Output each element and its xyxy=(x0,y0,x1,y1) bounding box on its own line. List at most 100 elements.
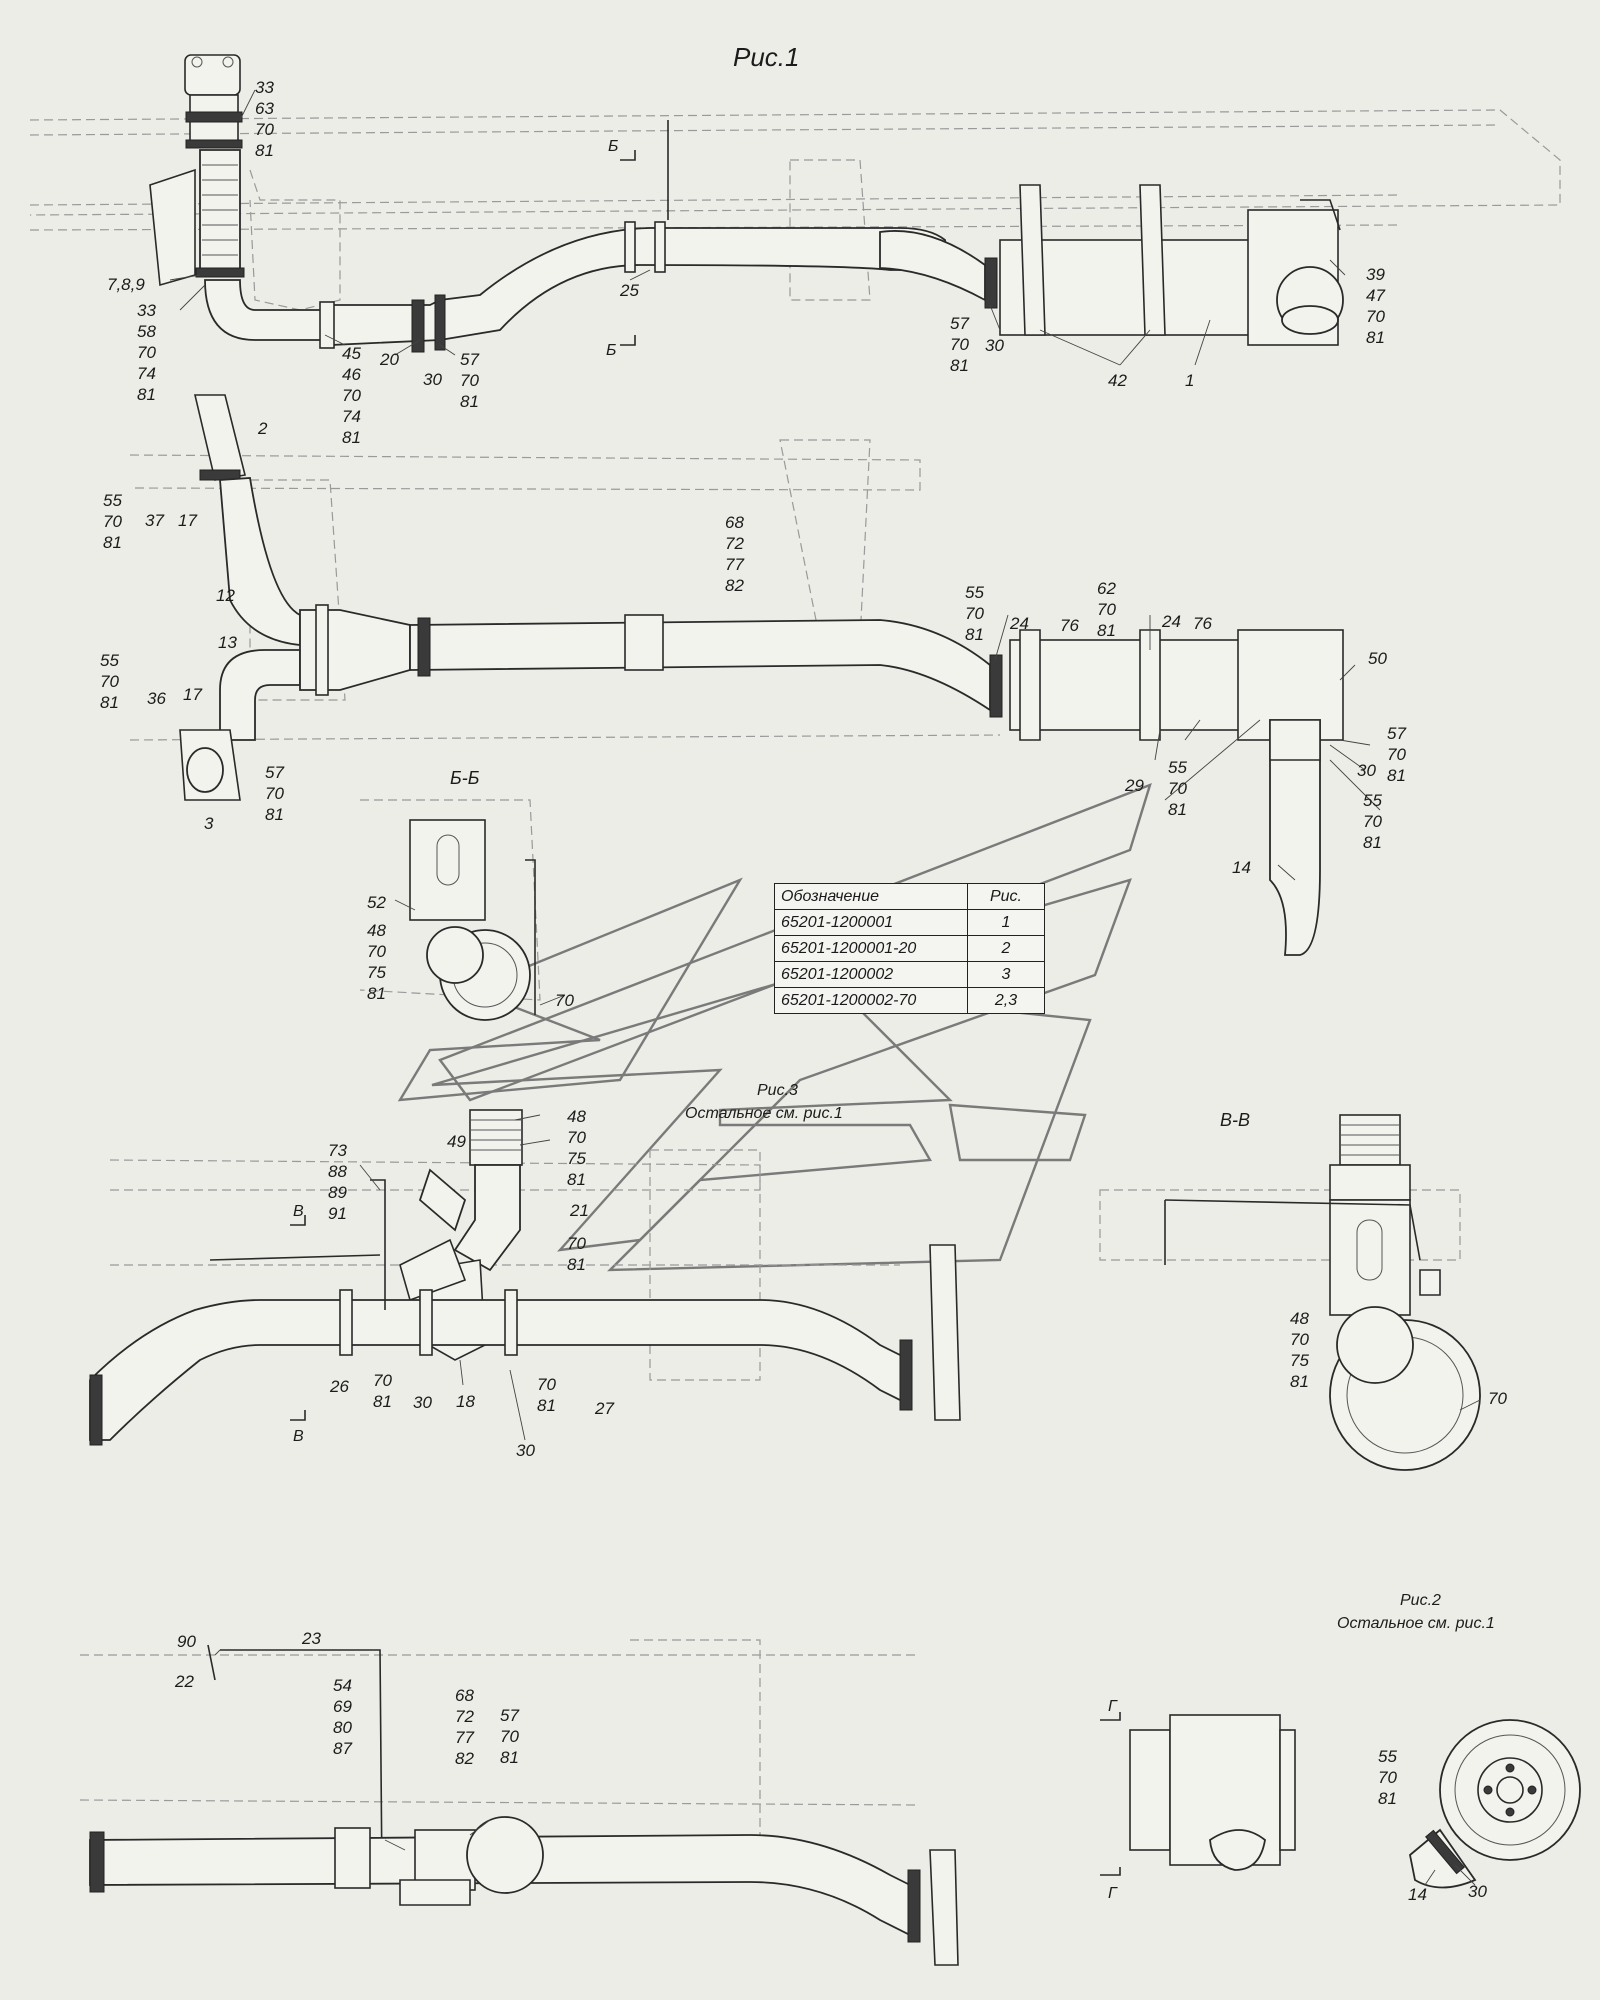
table-cell: 65201-1200001-20 xyxy=(774,935,968,962)
callout: 42 xyxy=(1108,371,1127,390)
figure-3-title: Рис.3 xyxy=(757,1082,798,1099)
figure-1-title: Рис.1 xyxy=(733,42,800,72)
callout: 22 xyxy=(175,1672,194,1691)
table-cell: 2 xyxy=(967,935,1045,962)
callout: 55 70 81 xyxy=(1168,758,1187,819)
callout: 23 xyxy=(302,1629,321,1648)
table-cell: 65201-1200002-70 xyxy=(774,987,968,1014)
table-header-figure: Рис. xyxy=(967,883,1045,910)
figure-2-title: Рис.2 xyxy=(1400,1592,1441,1609)
section-mark-b-top: Б xyxy=(608,138,619,155)
callout: 70 xyxy=(1488,1389,1507,1408)
callout: 1 xyxy=(1185,371,1195,390)
callout: 57 70 81 xyxy=(500,1706,519,1767)
figure-2-detail xyxy=(1100,1712,1581,1889)
callout: 68 72 77 82 xyxy=(455,1686,474,1768)
callout: 55 70 81 xyxy=(965,583,984,644)
table-cell: 1 xyxy=(967,909,1045,936)
callout: 30 xyxy=(423,370,442,389)
table-cell: 3 xyxy=(967,961,1045,988)
callout: 3 xyxy=(204,814,214,833)
callout: 25 xyxy=(620,281,639,300)
callout: 70 xyxy=(555,991,574,1010)
callout: 33 63 70 81 xyxy=(255,78,274,160)
callout: 18 xyxy=(456,1392,475,1411)
callout: 50 xyxy=(1368,649,1387,668)
callout: 14 xyxy=(1232,858,1251,877)
callout: 73 88 89 91 xyxy=(328,1141,347,1223)
callout: 30 xyxy=(413,1393,432,1412)
callout: 52 xyxy=(367,893,386,912)
callout: 76 xyxy=(1193,614,1212,633)
callout: 39 47 70 81 xyxy=(1366,265,1385,347)
section-mark-v-bottom: В xyxy=(293,1428,304,1445)
designation-table: Обозначение Рис. 65201-1200001 1 65201-1… xyxy=(774,883,1045,1014)
callout: 30 xyxy=(985,336,1004,355)
callout: 36 xyxy=(147,689,166,708)
section-mark-g-bottom: Г xyxy=(1108,1885,1117,1902)
callout: 55 70 81 xyxy=(1378,1747,1397,1808)
callout: 26 xyxy=(330,1377,349,1396)
callout: 48 70 75 81 xyxy=(567,1107,586,1189)
callout: 12 xyxy=(216,586,235,605)
table-cell: 65201-1200002 xyxy=(774,961,968,988)
section-mark-b-bottom: Б xyxy=(606,342,617,359)
section-vv xyxy=(1099,1114,1481,1471)
figure-2-note: Остальное см. рис.1 xyxy=(1337,1615,1495,1632)
callout: 20 xyxy=(380,350,399,369)
table-row: 65201-1200002-70 2,3 xyxy=(774,987,1045,1014)
callout: 21 xyxy=(570,1201,589,1220)
callout: 70 81 xyxy=(567,1234,586,1274)
callout: 17 xyxy=(183,685,202,704)
watermark-logo xyxy=(397,782,1152,1272)
section-mark-g-top: Г xyxy=(1108,1698,1117,1715)
callout: 62 70 81 xyxy=(1097,579,1116,640)
callout: 37 xyxy=(145,511,164,530)
figure-3-note: Остальное см. рис.1 xyxy=(685,1105,843,1122)
callout: 57 70 81 xyxy=(1387,724,1406,785)
figure-bottom xyxy=(79,1639,959,1966)
figure-1 xyxy=(29,54,1561,353)
figure-3 xyxy=(89,1109,961,1446)
callout: 17 xyxy=(178,511,197,530)
table-row: 65201-1200001 1 xyxy=(774,909,1045,936)
table-cell: 2,3 xyxy=(967,987,1045,1014)
leader-lines xyxy=(169,89,1481,1886)
callout: 57 70 81 xyxy=(950,314,969,375)
section-bb xyxy=(359,799,541,1021)
figure-2 xyxy=(129,394,1344,956)
callout: 2 xyxy=(258,419,268,438)
callout: 57 70 81 xyxy=(460,350,479,411)
callout: 70 81 xyxy=(537,1375,556,1415)
callout: 27 xyxy=(595,1399,614,1418)
callout: 24 xyxy=(1010,614,1029,633)
callout: 90 xyxy=(177,1632,196,1651)
table-row: 65201-1200001-20 2 xyxy=(774,935,1045,962)
callout: 49 xyxy=(447,1132,466,1151)
section-mark-v-top: В xyxy=(293,1203,304,1220)
callout: 13 xyxy=(218,633,237,652)
callout: 55 70 81 xyxy=(1363,791,1382,852)
callout: 7,8,9 xyxy=(107,275,145,294)
table-cell: 65201-1200001 xyxy=(774,909,968,936)
callout: 14 xyxy=(1408,1885,1427,1904)
callout: 55 70 81 xyxy=(103,491,122,552)
callout: 30 xyxy=(1357,761,1376,780)
callout: 30 xyxy=(1468,1882,1487,1901)
callout: 48 70 75 81 xyxy=(367,921,386,1003)
callout: 76 xyxy=(1060,616,1079,635)
callout: 48 70 75 81 xyxy=(1290,1309,1309,1391)
callout: 70 81 xyxy=(373,1371,392,1411)
section-bb-title: Б-Б xyxy=(450,768,480,788)
table-header-row: Обозначение Рис. xyxy=(774,883,1045,910)
table-row: 65201-1200002 3 xyxy=(774,961,1045,988)
callout: 45 46 70 74 81 xyxy=(342,344,361,447)
callout: 29 xyxy=(1125,776,1144,795)
callout: 68 72 77 82 xyxy=(725,513,744,595)
callout: 24 xyxy=(1162,612,1181,631)
callout: 33 58 70 74 81 xyxy=(137,301,156,404)
table-header-designation: Обозначение xyxy=(774,883,968,910)
callout: 57 70 81 xyxy=(265,763,284,824)
callout: 54 69 80 87 xyxy=(333,1676,352,1758)
